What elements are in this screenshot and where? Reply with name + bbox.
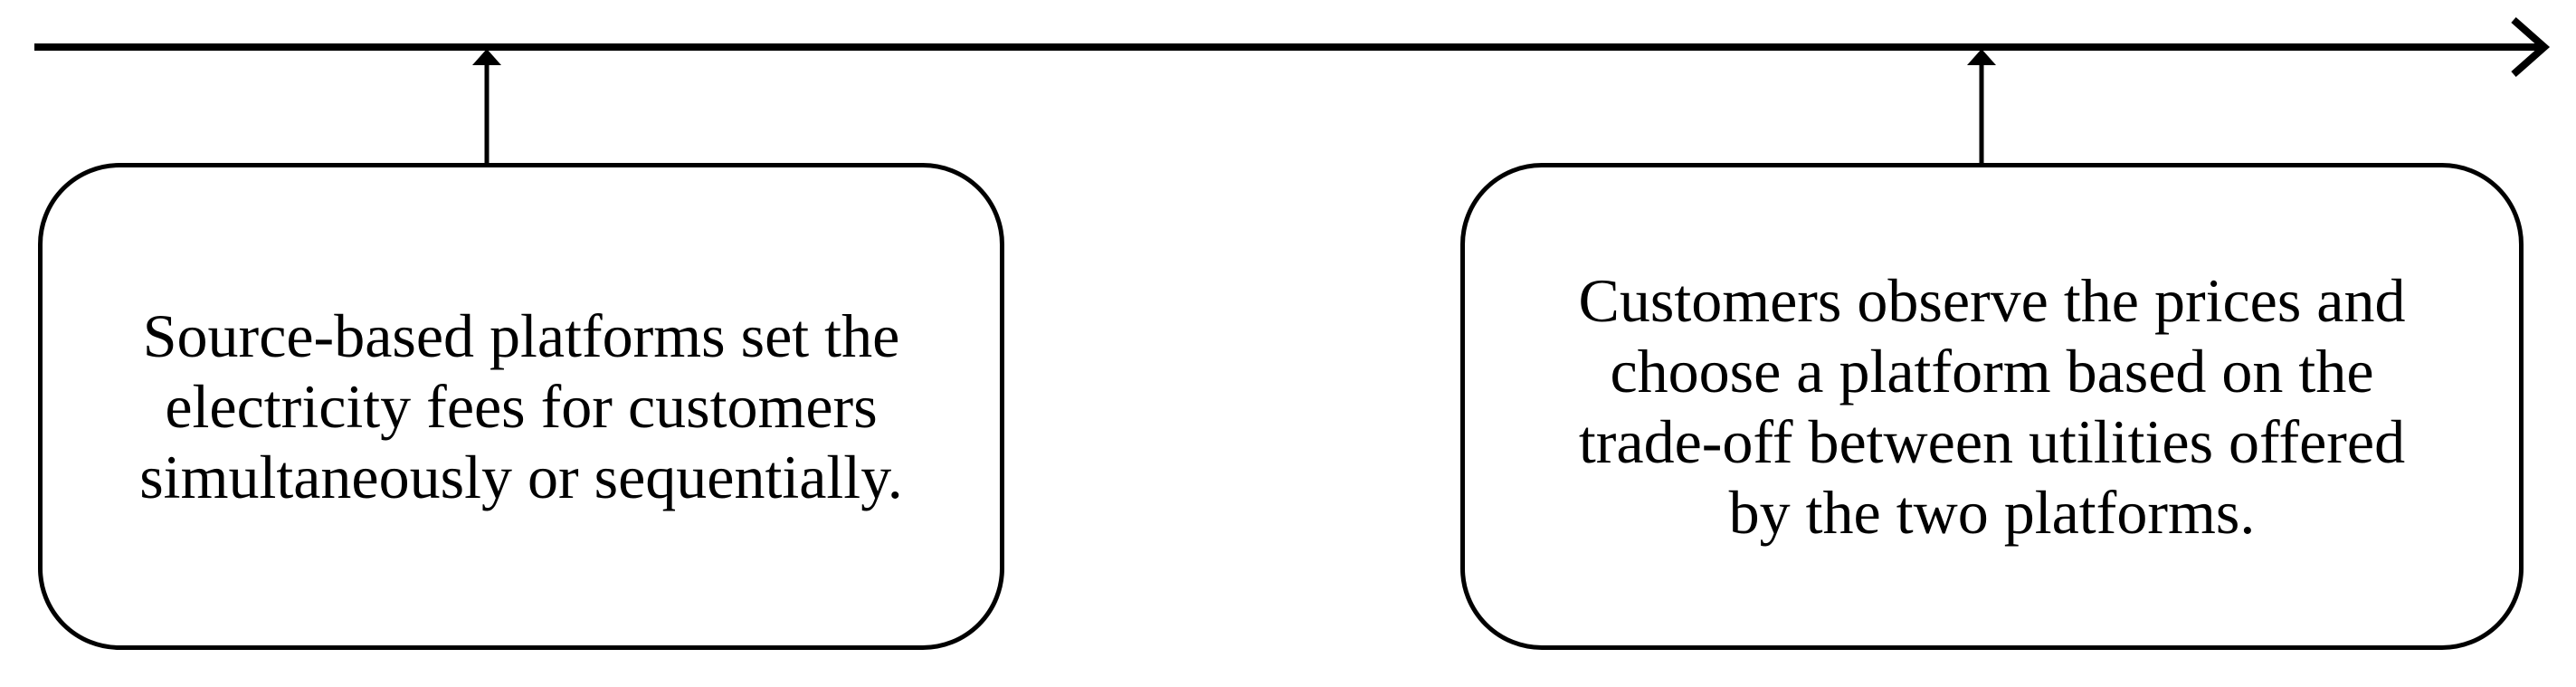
- stage-1-box: Source-based platforms set the electrici…: [38, 163, 1004, 650]
- timeline-arrowhead: [2511, 17, 2551, 77]
- stage-2-box: Customers observe the prices and choose …: [1460, 163, 2524, 650]
- stage-1-connector-arrowhead: [472, 49, 501, 65]
- stage-2-text: Customers observe the prices and choose …: [1578, 266, 2406, 547]
- stage-2-connector-arrowhead: [1967, 49, 1996, 65]
- stage-1-text: Source-based platforms set the electrici…: [139, 301, 903, 511]
